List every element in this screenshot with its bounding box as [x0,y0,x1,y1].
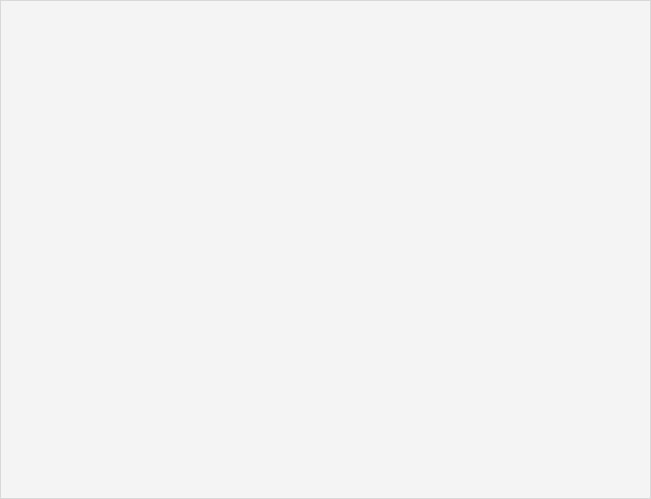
placeholder-page [0,0,651,499]
